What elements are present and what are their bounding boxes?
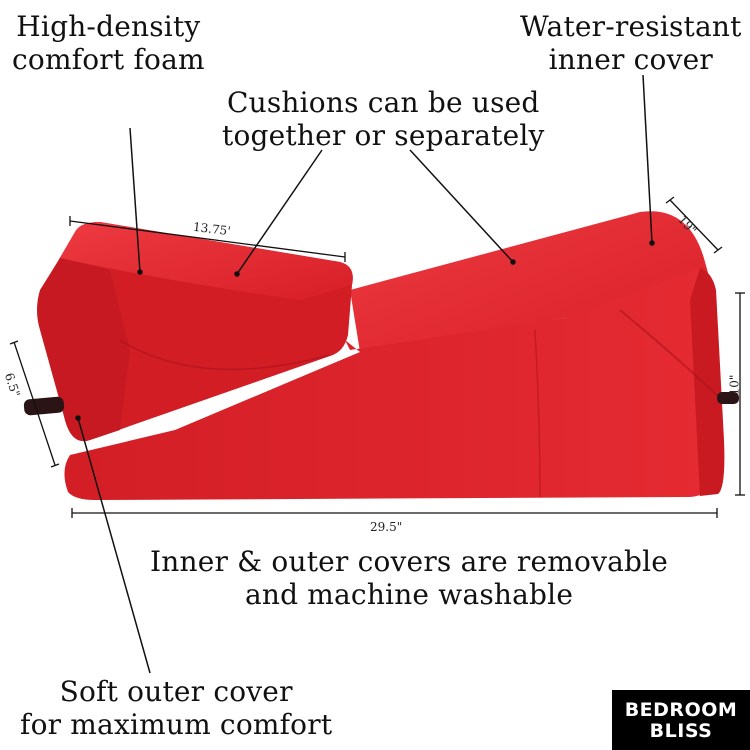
brand-logo: BEDROOM BLISS bbox=[612, 690, 750, 750]
callout-covers-line2: and machine washable bbox=[244, 578, 574, 611]
callout-outer-cover: Soft outer cover for maximum comfort bbox=[20, 675, 332, 741]
dim-height: 10" bbox=[727, 374, 742, 396]
dimension-lines bbox=[9, 196, 745, 518]
callout-foam-line2: comfort foam bbox=[12, 43, 205, 76]
callout-covers: Inner & outer covers are removable and m… bbox=[150, 545, 668, 611]
callout-inner-cover-line2: inner cover bbox=[548, 43, 713, 76]
callout-leader-lines bbox=[75, 74, 655, 674]
callout-cushions: Cushions can be used together or separat… bbox=[222, 86, 545, 152]
dim-length: 29.5" bbox=[370, 520, 403, 534]
brand-logo-line2: BLISS bbox=[649, 720, 713, 742]
callout-foam-line1: High-density bbox=[16, 10, 201, 43]
callout-foam: High-density comfort foam bbox=[12, 10, 205, 76]
large-wedge-cushion bbox=[64, 211, 725, 500]
side-strap bbox=[717, 392, 739, 404]
callout-inner-cover: Water-resistant inner cover bbox=[520, 10, 742, 76]
callout-outer-cover-line1: Soft outer cover bbox=[59, 675, 293, 708]
callout-covers-line1: Inner & outer covers are removable bbox=[150, 545, 669, 578]
callout-cushions-line1: Cushions can be used bbox=[226, 86, 540, 119]
callout-outer-cover-line2: for maximum comfort bbox=[20, 708, 333, 741]
brand-logo-line1: BEDROOM bbox=[624, 699, 738, 721]
small-wedge-cushion bbox=[23, 222, 353, 442]
callout-inner-cover-line1: Water-resistant bbox=[520, 10, 742, 43]
callout-cushions-line2: together or separately bbox=[222, 119, 545, 152]
